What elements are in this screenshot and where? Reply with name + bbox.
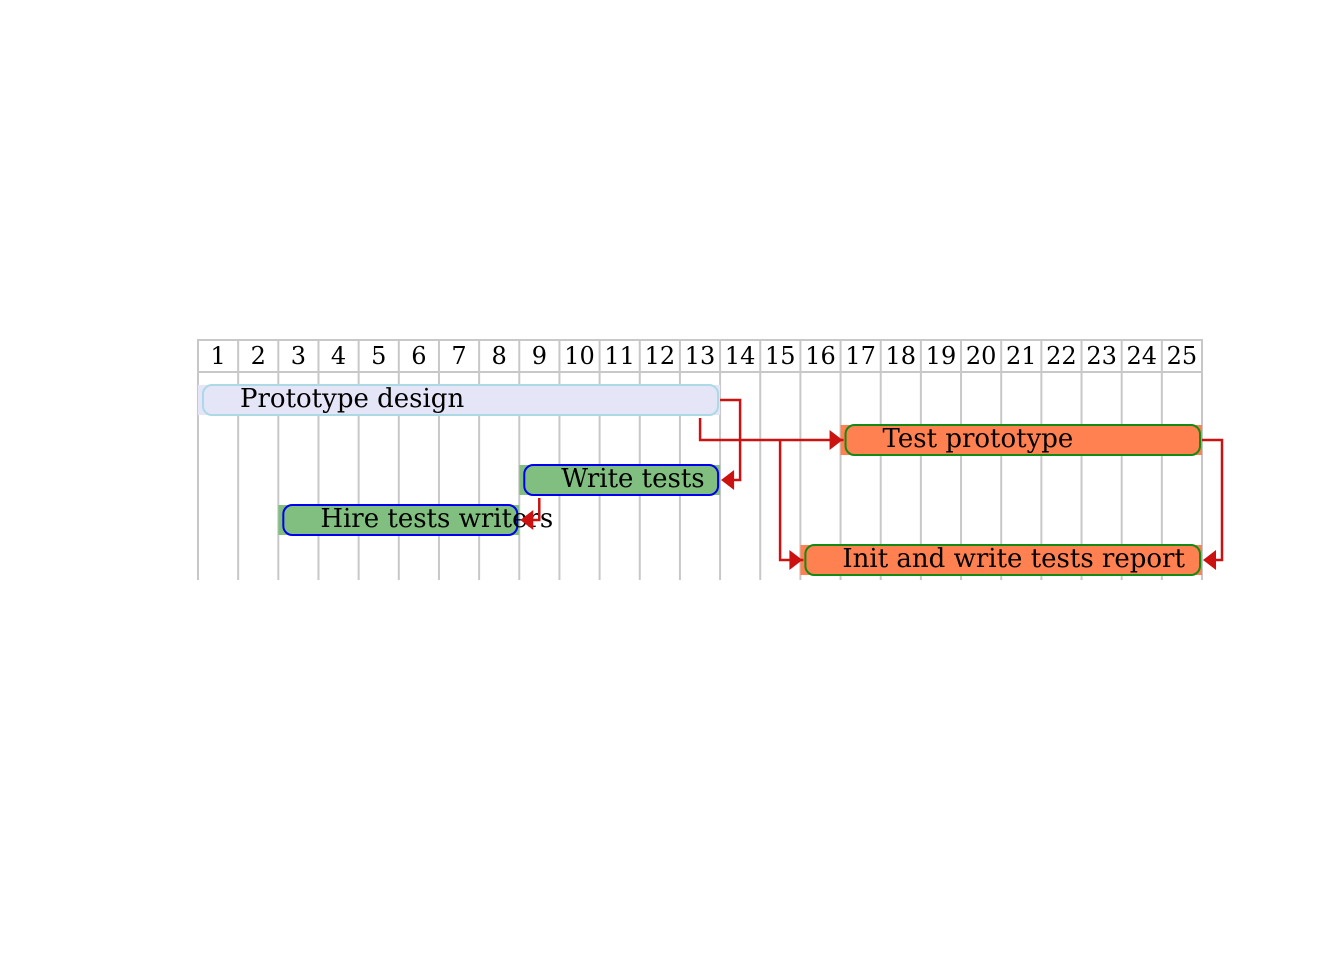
grid: [197, 339, 1203, 580]
arrowhead-icon: [789, 550, 803, 570]
column-label: 11: [604, 342, 635, 370]
task-label: Init and write tests report: [842, 544, 1185, 574]
column-label: 23: [1086, 342, 1117, 370]
dependency-link: [1202, 438, 1224, 562]
column-label: 1: [210, 342, 225, 370]
column-label: 12: [645, 342, 676, 370]
task-label: Write tests: [561, 464, 704, 494]
column-label: 15: [765, 342, 796, 370]
column-label: 24: [1126, 342, 1157, 370]
dependency-link: [698, 418, 844, 442]
column-label: 22: [1046, 342, 1077, 370]
column-label: 21: [1006, 342, 1037, 370]
column-label: 4: [331, 342, 346, 370]
column-label: 14: [725, 342, 756, 370]
column-label: 2: [251, 342, 266, 370]
column-label: 16: [805, 342, 836, 370]
column-label: 7: [451, 342, 466, 370]
column-label: 10: [564, 342, 595, 370]
task-label: Hire tests writers: [320, 504, 553, 534]
arrowhead-icon: [829, 430, 843, 450]
task-bar: [202, 384, 720, 416]
task-bar: [282, 504, 519, 536]
column-label: 18: [886, 342, 917, 370]
arrowhead-icon: [520, 510, 534, 530]
task-bar: [804, 544, 1202, 576]
task-label: Prototype design: [240, 384, 464, 414]
task-label: Test prototype: [883, 424, 1074, 454]
dependency-links: [520, 398, 1224, 570]
column-label: 19: [926, 342, 957, 370]
arrowhead-icon: [1203, 550, 1216, 570]
task-bar: [844, 424, 1201, 456]
column-label: 20: [966, 342, 997, 370]
column-label: 13: [685, 342, 716, 370]
column-label: 9: [532, 342, 547, 370]
column-label: 5: [371, 342, 386, 370]
column-label: 8: [492, 342, 507, 370]
column-label: 17: [845, 342, 876, 370]
column-label: 25: [1167, 342, 1198, 370]
column-label: 3: [291, 342, 306, 370]
arrowhead-icon: [721, 470, 735, 490]
column-label: 6: [411, 342, 426, 370]
task-bar: [523, 464, 720, 496]
